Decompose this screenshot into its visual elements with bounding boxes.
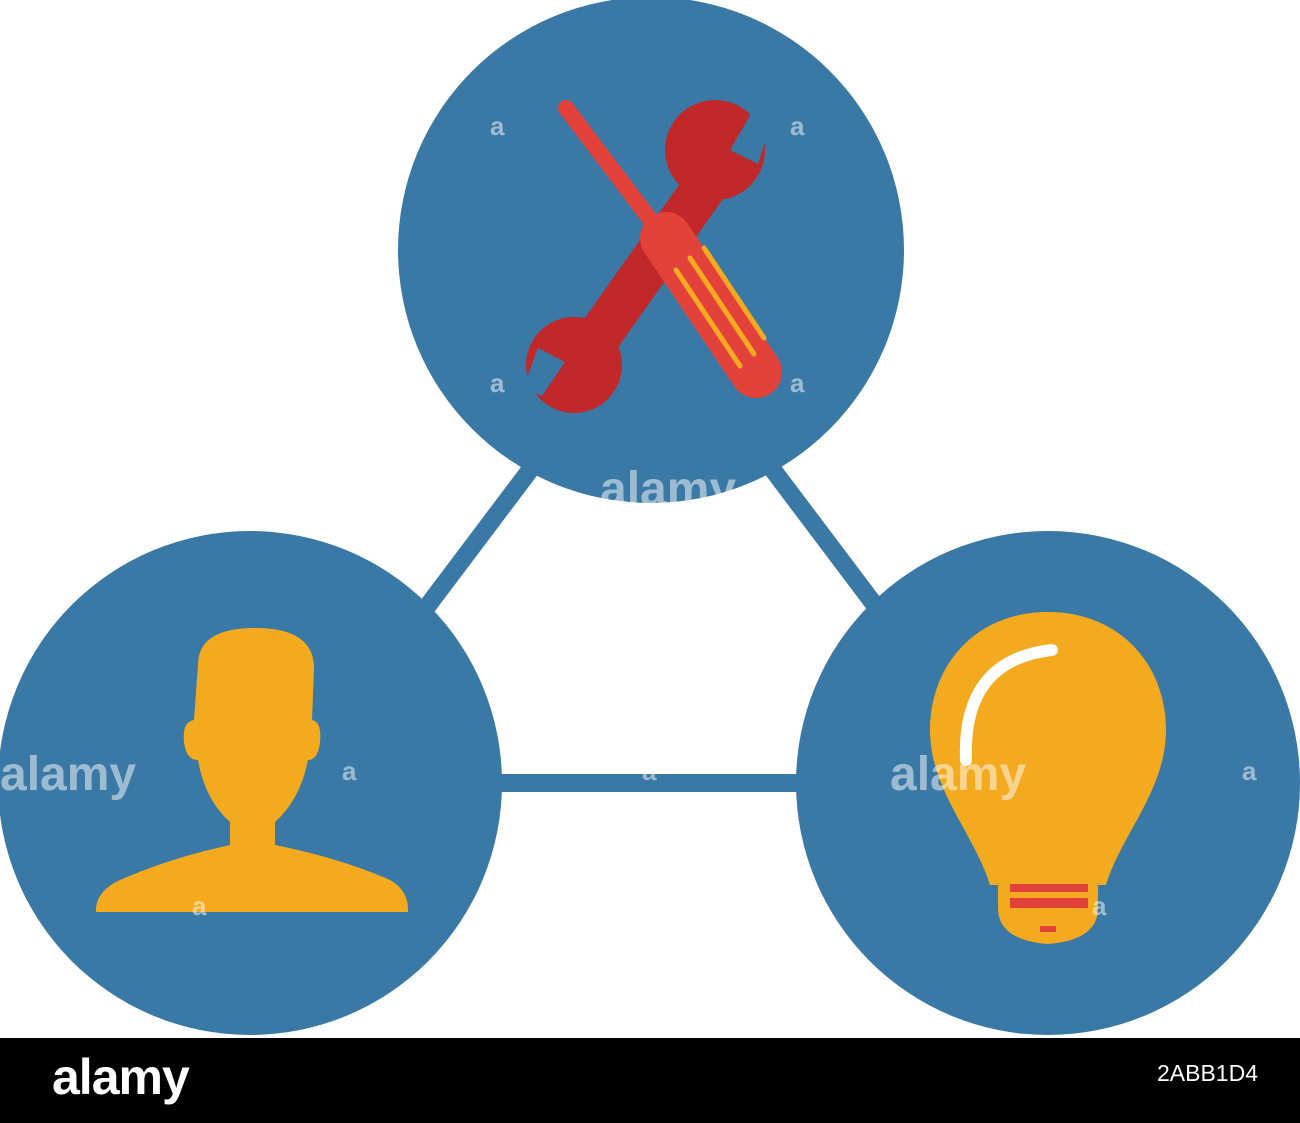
watermark-mark: a <box>1242 756 1257 786</box>
node-user <box>0 531 502 1035</box>
connector-tools-user <box>415 460 541 618</box>
watermark-mark: a <box>642 756 657 786</box>
watermark-text-center: alamy <box>600 463 736 516</box>
watermark-mark: a <box>490 368 505 398</box>
node-idea <box>796 531 1300 1035</box>
footer-image-id: 2ABB1D4 <box>1156 1060 1258 1086</box>
footer-bar <box>0 1038 1300 1123</box>
watermark-mark: a <box>1092 891 1107 921</box>
node-tools <box>398 0 904 503</box>
watermark-mark: a <box>342 756 357 786</box>
connector-tools-idea <box>762 460 888 618</box>
watermark-mark: a <box>790 111 805 141</box>
watermark-mark: a <box>790 368 805 398</box>
screwdriver-icon <box>558 100 782 398</box>
footer-brand-logo: alamy <box>52 1049 190 1105</box>
watermark-mark: a <box>192 891 207 921</box>
watermark-text-right: alamy <box>890 748 1026 801</box>
watermark-text-left: alamy <box>0 748 136 801</box>
wrench-screwdriver-icon <box>523 100 782 413</box>
watermark-layer: alamy alamy alamy a a a a a a a a a <box>0 111 1257 921</box>
connectors <box>415 460 888 792</box>
watermark-mark: a <box>490 111 505 141</box>
user-silhouette-icon <box>96 628 408 912</box>
lightbulb-icon <box>930 612 1166 944</box>
wrench-icon <box>523 100 772 413</box>
